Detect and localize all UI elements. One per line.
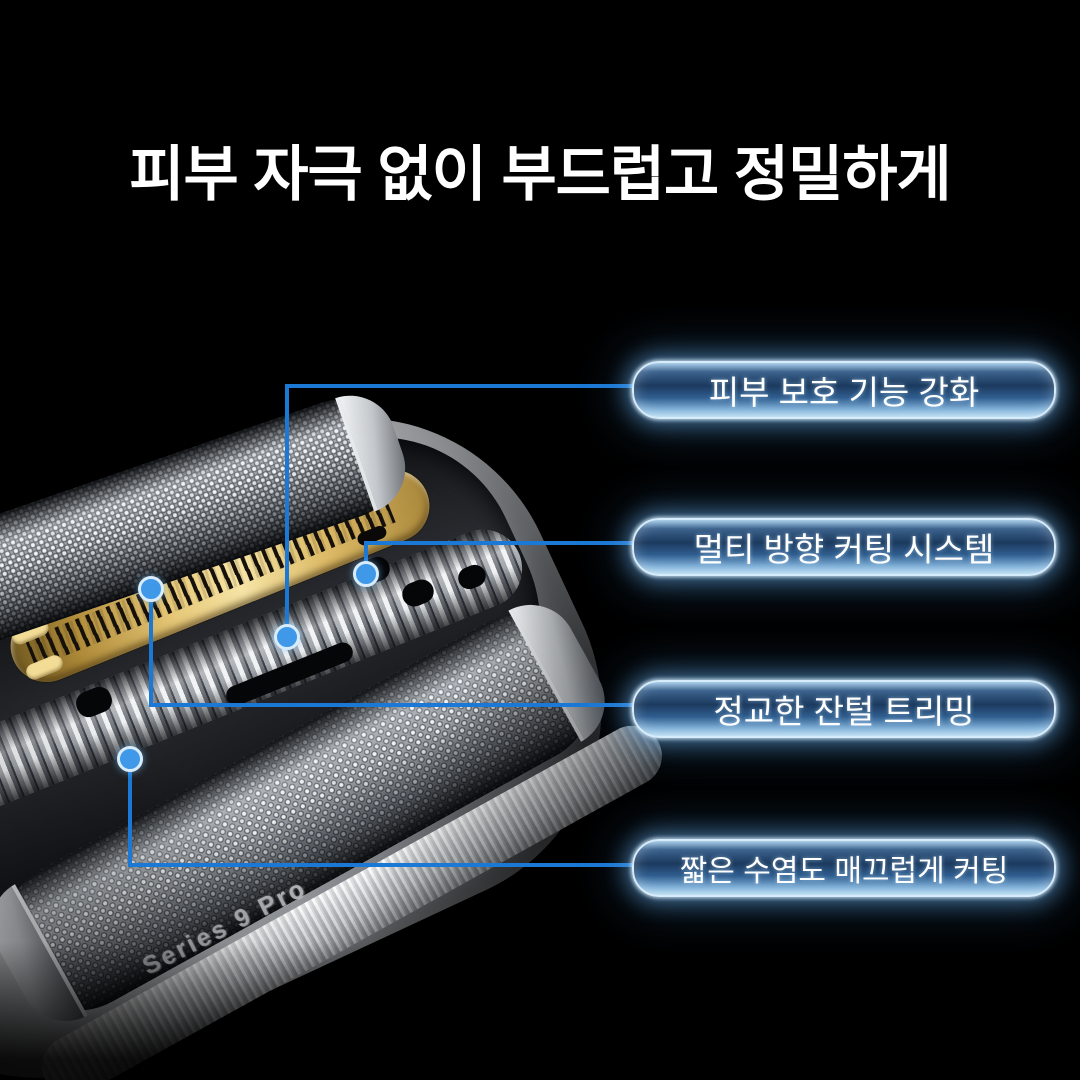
- connector-line-fine-hair: [149, 589, 153, 707]
- callout-label: 피부 보호 기능 강화: [708, 374, 980, 411]
- shaver-head-photo: Series 9 Pro: [0, 388, 710, 1080]
- anchor-dot-fine-hair: [138, 576, 164, 602]
- connector-line-skin-protection: [285, 384, 289, 637]
- anchor-dot-skin-protection: [274, 624, 300, 650]
- connector-line-multi-direction: [364, 541, 636, 545]
- headline: 피부 자극 없이 부드럽고 정밀하게: [129, 141, 951, 208]
- callout-pill-skin-protection: 피부 보호 기능 강화: [632, 361, 1056, 419]
- connector-line-skin-protection: [289, 384, 636, 388]
- callout-pill-fine-hair-trimming: 정교한 잔털 트리밍: [632, 680, 1056, 738]
- callout-label: 짧은 수염도 매끄럽게 커팅: [679, 855, 1009, 888]
- callout-label: 정교한 잔털 트리밍: [713, 693, 975, 730]
- connector-line-short-beard: [128, 863, 636, 867]
- connector-line-fine-hair: [149, 703, 636, 707]
- anchor-dot-multi-direction: [353, 561, 379, 587]
- callout-pill-short-beard-cutting: 짧은 수염도 매끄럽게 커팅: [632, 839, 1056, 897]
- connector-line-short-beard: [128, 759, 132, 865]
- callout-label: 멀티 방향 커팅 시스템: [693, 531, 995, 568]
- anchor-dot-short-beard: [117, 746, 143, 772]
- callout-pill-multi-direction-cutting: 멀티 방향 커팅 시스템: [632, 518, 1056, 576]
